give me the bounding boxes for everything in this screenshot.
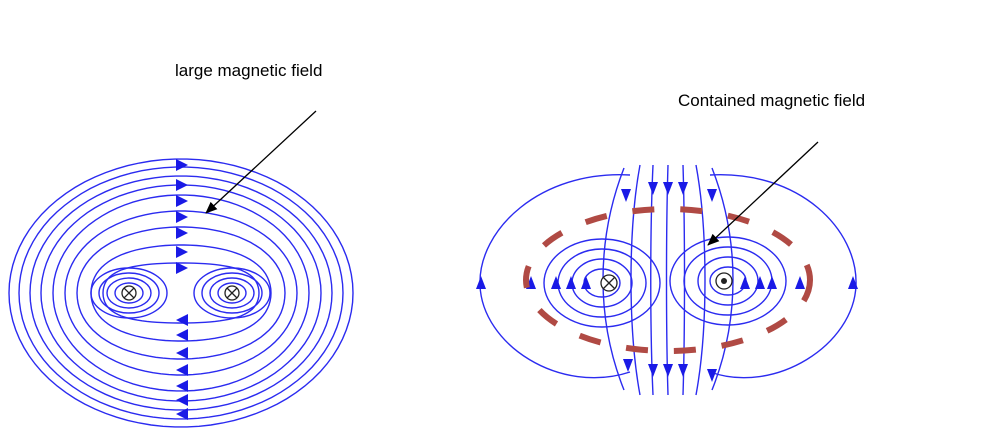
left-outer-loop [29,175,333,411]
left-inner-loop [209,277,255,309]
left-outer-loop [90,244,272,342]
right-loop-right [697,256,759,306]
field-arrow-left [176,314,188,326]
field-arrow-left [176,408,188,420]
left-conductor-1 [121,285,137,301]
left-outer-loop [102,262,260,324]
left-outer-loop [8,158,354,428]
field-arrow-up [740,276,750,289]
field-arrow-left [176,380,188,392]
field-arrow-left [176,347,188,359]
field-arrow-down [678,182,688,195]
field-arrow-right [176,211,188,223]
left-inner-loop [106,277,152,309]
field-arrow-up [767,276,777,289]
field-arrow-up [551,276,561,289]
central-field-line [650,164,654,396]
central-field-line [630,164,641,396]
field-arrow-down [623,359,633,372]
field-arrow-up [848,276,858,289]
field-arrow-left [176,329,188,341]
left-inner-loop [201,272,263,314]
central-field-line [665,164,669,396]
right-conductor-into [600,274,618,292]
field-arrow-right [176,195,188,207]
left-outer-loop [76,226,286,360]
field-arrow-right [176,179,188,191]
left-annotation-pointer [205,110,317,214]
left-conductor-2 [224,285,240,301]
field-arrow-down [648,182,658,195]
left-field-lines [8,158,354,428]
field-arrow-down [678,364,688,377]
field-arrow-up [581,276,591,289]
field-arrow-right [176,246,188,258]
right-field-arrowheads [476,182,858,382]
contained-field-label: Contained magnetic field [678,91,866,110]
right-annotation-pointer [707,141,819,246]
field-arrow-down [663,182,673,195]
left-outer-loop [18,166,344,420]
field-arrow-down [663,364,673,377]
field-arrow-up [476,276,486,289]
large-field-label: large magnetic field [175,61,323,80]
right-conductor-out [715,272,733,290]
right-loop-left [543,238,661,328]
outer-arc-right [709,174,857,379]
left-inner-loop [114,282,144,304]
left-outer-loop [64,210,298,376]
field-arrow-up [755,276,765,289]
central-field-line [711,167,734,391]
field-arrow-left [176,364,188,376]
field-arrow-down [707,189,717,202]
left-outer-loop [40,184,322,402]
field-arrow-right [176,262,188,274]
field-arrow-down [707,369,717,382]
left-field-arrowheads [176,159,188,420]
left-outer-loop [52,194,310,392]
field-arrow-left [176,394,188,406]
right-loop-right [669,236,787,326]
field-arrow-up [795,276,805,289]
left-inner-loop [217,282,247,304]
field-arrow-right [176,159,188,171]
left-inner-loop [98,272,160,314]
field-arrow-down [648,364,658,377]
field-arrow-up [566,276,576,289]
field-arrow-right [176,227,188,239]
field-arrow-down [621,189,631,202]
central-field-line [695,164,706,396]
containment-boundary [523,206,813,354]
